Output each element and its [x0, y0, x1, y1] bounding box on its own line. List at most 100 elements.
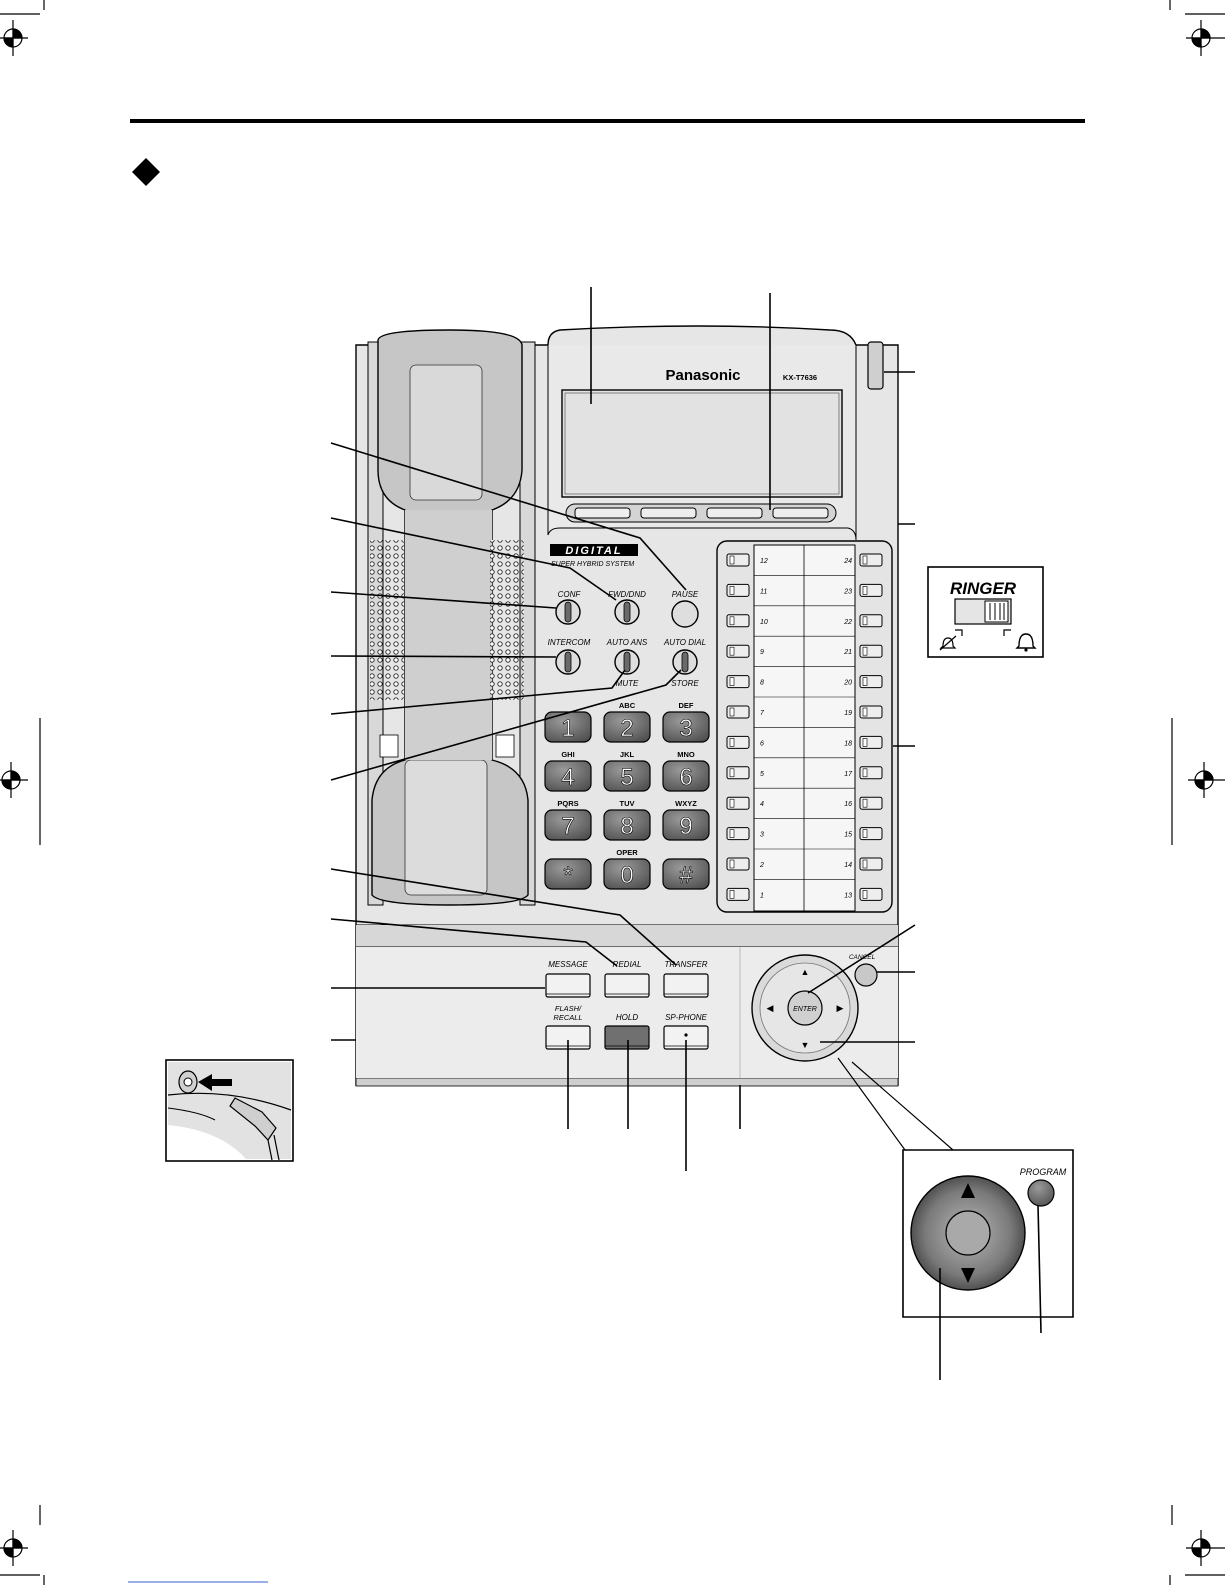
hold-button[interactable] — [604, 1025, 650, 1050]
sp-phone-indicator — [684, 1033, 688, 1037]
dialpad-key-6[interactable]: 6 — [662, 760, 710, 792]
mute-label: MUTE — [616, 679, 639, 688]
handset — [367, 329, 536, 906]
transfer-button[interactable] — [663, 973, 709, 998]
dialpad-key-1[interactable]: 1 — [544, 711, 592, 743]
soft-key-1[interactable] — [574, 507, 631, 519]
intercom-label: INTERCOM — [548, 638, 591, 647]
transfer-label: TRANSFER — [664, 960, 707, 969]
soft-key-2[interactable] — [640, 507, 697, 519]
auto-ans-label: AUTO ANS — [606, 638, 648, 647]
co-key-number-left: 4 — [760, 801, 764, 808]
dialpad-letters: MNO — [677, 750, 695, 759]
co-key-number-right: 19 — [844, 710, 852, 717]
dialpad-key-3[interactable]: 3 — [662, 711, 710, 743]
jog-up-icon — [961, 1183, 975, 1198]
dialpad-letters: PQRS — [557, 799, 578, 808]
dialpad-digit: * — [563, 862, 572, 889]
auto-ans-mute-button[interactable] — [614, 649, 640, 675]
diamond-bullet-icon — [132, 158, 160, 186]
co-key-number-right: 14 — [844, 862, 852, 869]
message-lamp — [867, 341, 884, 390]
co-key-number-left: 12 — [760, 558, 768, 565]
nav-left-icon[interactable]: ◀ — [767, 1003, 774, 1013]
speaker-grille-right — [490, 540, 524, 700]
dialpad-key-8[interactable]: 8 — [603, 809, 651, 841]
nav-right-icon[interactable]: ▶ — [837, 1003, 844, 1013]
co-key-number-right: 23 — [843, 588, 852, 595]
dialpad-letters: OPER — [616, 848, 638, 857]
conf-label: CONF — [558, 590, 582, 599]
co-key-number-left: 1 — [760, 892, 764, 899]
co-key-number-right: 13 — [844, 892, 852, 899]
crop-mark-bottom-right-icon — [1169, 1505, 1225, 1585]
sp-phone-label: SP-PHONE — [665, 1013, 707, 1022]
co-key-number-left: 10 — [760, 619, 768, 626]
ringer-switch-inset: RINGER — [927, 566, 1044, 658]
dialpad-key-12[interactable]: # — [662, 858, 710, 890]
dialpad-digit: 4 — [561, 764, 574, 791]
dialpad-key-10[interactable]: * — [544, 858, 592, 890]
crop-mark-bottom-left-icon — [0, 1505, 45, 1585]
co-key-number-left: 8 — [760, 680, 764, 687]
jog-down-icon — [961, 1268, 975, 1283]
co-key-number-right: 21 — [843, 649, 852, 656]
auto-dial-label: AUTO DIAL — [663, 638, 706, 647]
soft-key-4[interactable] — [772, 507, 829, 519]
co-key-number-left: 2 — [759, 862, 764, 869]
cancel-button[interactable] — [854, 963, 878, 987]
dialpad-digit: 2 — [620, 715, 633, 742]
co-key-number-right: 22 — [843, 619, 852, 626]
message-label: MESSAGE — [548, 960, 588, 969]
enter-button[interactable] — [787, 990, 823, 1026]
ringer-title: RINGER — [950, 579, 1017, 598]
program-button[interactable] — [1027, 1179, 1055, 1207]
message-button[interactable] — [545, 973, 591, 998]
co-key-number-left: 11 — [760, 588, 767, 595]
speaker-grille-left — [370, 540, 404, 700]
lcd-screen — [561, 389, 843, 498]
dialpad-key-7[interactable]: 7 — [544, 809, 592, 841]
co-key-number-right: 18 — [844, 740, 852, 747]
auto-dial-store-button[interactable] — [672, 649, 698, 675]
fwd-dnd-label: FWD/DND — [608, 590, 646, 599]
co-key-number-left: 5 — [760, 771, 764, 778]
dialpad-key-9[interactable]: 9 — [662, 809, 710, 841]
intercom-button[interactable] — [555, 649, 581, 675]
dialpad-key-4[interactable]: 4 — [544, 760, 592, 792]
navigator-detail-inset: PROGRAM — [837, 1057, 1074, 1318]
recall-label: RECALL — [553, 1013, 582, 1022]
headset-jack-inset — [165, 1059, 294, 1162]
store-label: STORE — [671, 679, 699, 688]
hold-label: HOLD — [616, 1013, 638, 1022]
navigator-key[interactable]: ENTER ▲ ▼ ◀ ▶ — [751, 954, 859, 1062]
dialpad-digit: 7 — [561, 813, 574, 840]
dialpad-digit: # — [679, 862, 693, 889]
soft-key-3[interactable] — [706, 507, 763, 519]
fwd-dnd-button[interactable] — [614, 599, 640, 625]
dialpad-letters: GHI — [561, 750, 574, 759]
dialpad-letters: JKL — [620, 750, 635, 759]
conf-button[interactable] — [555, 599, 581, 625]
dialpad-key-11[interactable]: 0 — [603, 858, 651, 890]
redial-button[interactable] — [604, 973, 650, 998]
dialpad-letters: ABC — [619, 701, 636, 710]
digital-logo-text: DIGITAL — [565, 545, 622, 557]
dialpad-digit: 5 — [620, 764, 633, 791]
nav-up-icon[interactable]: ▲ — [801, 967, 810, 977]
digital-logo: DIGITAL SUPER HYBRID SYSTEM — [550, 544, 638, 568]
co-key-number-left: 6 — [760, 740, 764, 747]
co-key-number-left: 7 — [760, 710, 765, 717]
flash-label: FLASH/ — [555, 1004, 582, 1013]
nav-down-icon[interactable]: ▼ — [801, 1040, 810, 1050]
redial-label: REDIAL — [613, 960, 642, 969]
enter-label: ENTER — [793, 1006, 817, 1013]
dialpad-key-2[interactable]: 2 — [603, 711, 651, 743]
model-label: KX-T7636 — [783, 373, 817, 382]
co-key-number-right: 16 — [844, 801, 852, 808]
co-key-number-left: 3 — [760, 832, 764, 839]
dialpad-key-5[interactable]: 5 — [603, 760, 651, 792]
pause-button[interactable] — [671, 600, 699, 628]
co-key-number-right: 17 — [844, 771, 853, 778]
